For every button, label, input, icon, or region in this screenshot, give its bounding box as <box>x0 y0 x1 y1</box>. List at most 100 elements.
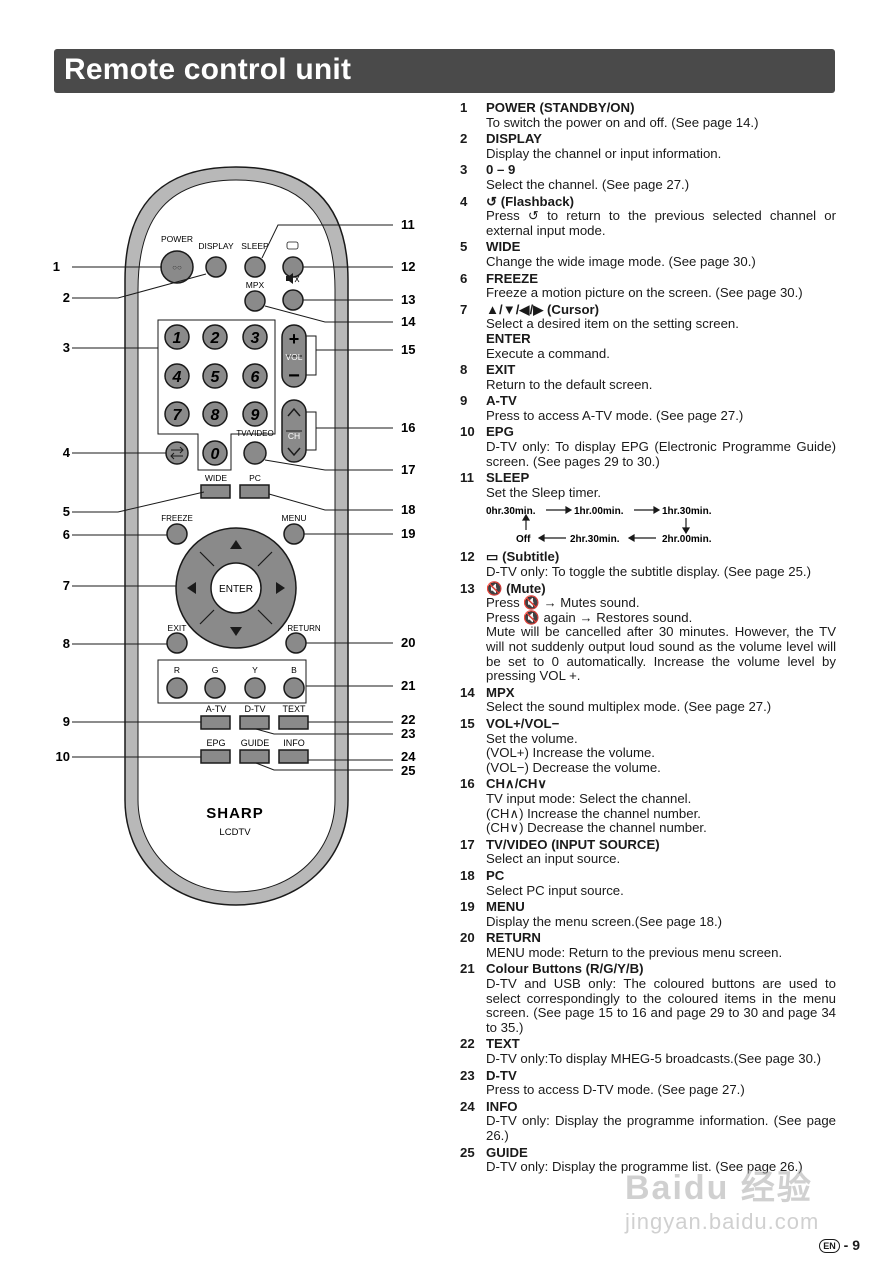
list-item: 5 WIDE Change the wide image mode. (See … <box>460 239 756 269</box>
green-label: G <box>212 665 219 675</box>
svg-text:2: 2 <box>210 330 220 347</box>
tv-video-button[interactable] <box>243 441 267 465</box>
list-item: 16 CH∧/CH∨ TV input mode: Select the cha… <box>460 776 707 836</box>
flashback-button[interactable] <box>165 441 189 465</box>
menu-button[interactable] <box>283 523 305 545</box>
green-button[interactable] <box>204 677 226 699</box>
power-button[interactable]: ○○ <box>160 250 194 284</box>
atv-label: A-TV <box>206 704 227 714</box>
atv-button[interactable] <box>200 715 231 730</box>
sleep-label: SLEEP <box>241 241 269 251</box>
wide-button[interactable] <box>200 484 231 499</box>
cursor-down-icon <box>230 627 242 636</box>
dtv-button[interactable] <box>239 715 270 730</box>
sleep-button[interactable] <box>244 256 266 278</box>
pc-button[interactable] <box>239 484 270 499</box>
list-item: 13 🔇 (Mute) Press 🔇 → Mutes sound. Press… <box>460 580 836 684</box>
epg-button[interactable] <box>200 749 231 764</box>
list-item: 25 GUIDE D-TV only: Display the programm… <box>460 1144 803 1175</box>
digit-button[interactable]: 8 <box>202 401 228 427</box>
brand-logo: SHARP <box>206 805 264 822</box>
enter-label: ENTER <box>219 584 253 595</box>
callout-number: 8 <box>63 636 70 651</box>
list-item: 15 VOL+/VOL− Set the volume. (VOL+) Incr… <box>460 715 661 775</box>
mute-icon <box>286 273 300 284</box>
dtv-label: D-TV <box>245 704 266 714</box>
button-descriptions: 1 POWER (STANDBY/ON) To switch the power… <box>460 100 836 1177</box>
list-item: 24 INFO D-TV only: Display the programme… <box>460 1098 836 1143</box>
vol-rocker[interactable]: + − <box>281 324 307 388</box>
digit-button[interactable]: 4 <box>164 363 190 389</box>
remote-diagram: POWER DISPLAY SLEEP ○○ MPX 1 2 3 4 5 6 7… <box>53 166 416 906</box>
list-item: 2 DISPLAY Display the channel or input i… <box>460 131 722 161</box>
callout-lines <box>72 224 393 771</box>
list-item: 17 TV/VIDEO (INPUT SOURCE) Select an inp… <box>460 836 660 867</box>
sleep-timer-diagram: 0hr.30min. 1hr.00min. 1hr.30min. 2hr.00m… <box>486 506 712 544</box>
digit-button[interactable]: 6 <box>242 363 268 389</box>
callout-number: 18 <box>401 502 415 517</box>
digit-button[interactable]: 3 <box>242 324 268 350</box>
menu-label: MENU <box>281 513 306 523</box>
svg-text:Off: Off <box>516 534 531 544</box>
svg-text:9: 9 <box>251 407 260 424</box>
mpx-button[interactable] <box>244 290 266 312</box>
svg-text:1hr.30min.: 1hr.30min. <box>662 506 712 517</box>
display-button[interactable] <box>205 256 227 278</box>
callout-number: 19 <box>401 526 415 541</box>
list-item: 12 ▭ (Subtitle) D-TV only: To toggle the… <box>460 549 811 580</box>
list-item: 23 D-TV Press to access D-TV mode. (See … <box>460 1067 745 1098</box>
svg-text:0hr.30min.: 0hr.30min. <box>486 506 536 517</box>
digit-button[interactable]: 9 <box>242 401 268 427</box>
blue-label: B <box>291 665 297 675</box>
callout-number: 3 <box>63 340 70 355</box>
enter-button[interactable] <box>210 562 262 614</box>
tv-video-label: TV/VIDEO <box>236 429 273 438</box>
guide-label: GUIDE <box>241 738 270 748</box>
guide-button[interactable] <box>239 749 270 764</box>
ch-rocker[interactable] <box>281 399 307 463</box>
freeze-button[interactable] <box>166 523 188 545</box>
digit-button[interactable]: 7 <box>164 401 190 427</box>
power-label: POWER <box>161 234 193 244</box>
subtitle-icon <box>286 241 299 250</box>
digit-button[interactable]: 5 <box>202 363 228 389</box>
return-button[interactable] <box>285 632 307 654</box>
yellow-button[interactable] <box>244 677 266 699</box>
exit-button[interactable] <box>166 632 188 654</box>
blue-button[interactable] <box>283 677 305 699</box>
callout-number: 16 <box>401 420 415 435</box>
ch-label: CH <box>288 431 300 441</box>
callout-number: 7 <box>63 578 70 593</box>
vol-down-icon: − <box>288 365 300 387</box>
callout-number: 13 <box>401 292 415 307</box>
callout-number: 22 <box>401 712 415 727</box>
cursor-left-icon <box>187 582 196 594</box>
callout-number: 9 <box>63 714 70 729</box>
wide-label: WIDE <box>205 473 228 483</box>
svg-text:4: 4 <box>172 369 182 386</box>
svg-text:1hr.00min.: 1hr.00min. <box>574 506 624 517</box>
list-item: 8 EXIT Return to the default screen. <box>460 362 653 392</box>
callout-number: 21 <box>401 678 415 693</box>
callout-number: 14 <box>401 314 416 329</box>
red-label: R <box>174 665 180 675</box>
red-button[interactable] <box>166 677 188 699</box>
callout-number: 23 <box>401 726 415 741</box>
model-label: LCDTV <box>219 827 251 838</box>
cursor-right-icon <box>276 582 285 594</box>
callout-number: 11 <box>401 217 415 232</box>
callout-number: 17 <box>401 462 415 477</box>
watermark: Baidu 经验 jingyan.baidu.com <box>625 1169 820 1234</box>
info-button[interactable] <box>278 749 309 764</box>
list-item: 14 MPX Select the sound multiplex mode. … <box>460 684 772 715</box>
list-item: 9 A-TV Press to access A-TV mode. (See p… <box>460 393 744 423</box>
mute-button[interactable] <box>282 289 304 311</box>
ch-up-icon <box>287 407 301 417</box>
svg-text:2hr.30min.: 2hr.30min. <box>570 534 620 544</box>
digit-button[interactable]: 2 <box>202 324 228 350</box>
text-button[interactable] <box>278 715 309 730</box>
list-item: 20 RETURN MENU mode: Return to the previ… <box>460 930 783 960</box>
digit-button[interactable]: 0 <box>202 440 228 466</box>
svg-text:7: 7 <box>173 407 183 424</box>
digit-button[interactable]: 1 <box>164 324 190 350</box>
